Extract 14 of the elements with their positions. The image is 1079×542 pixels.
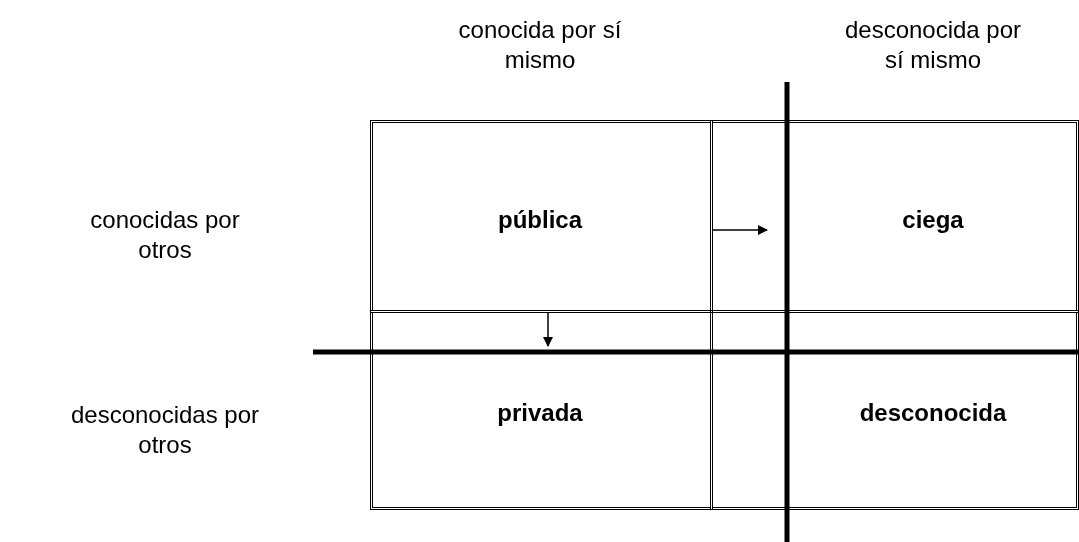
quadrant-label: ciega <box>902 206 964 234</box>
quadrant-label: privada <box>497 399 583 427</box>
column-header: desconocida por sí mismo <box>843 15 1023 75</box>
column-header: conocida por sí mismo <box>457 15 623 75</box>
grid-cell <box>370 120 713 313</box>
grid-cell <box>710 310 1079 510</box>
quadrant-label: desconocida <box>859 399 1007 427</box>
grid-cell <box>710 120 1079 313</box>
row-header: desconocidas por otros <box>69 400 261 460</box>
row-header: conocidas por otros <box>89 205 241 265</box>
arrow <box>543 312 553 347</box>
quadrant-label: pública <box>498 206 582 234</box>
grid-cell <box>370 310 713 510</box>
arrow <box>712 225 768 235</box>
